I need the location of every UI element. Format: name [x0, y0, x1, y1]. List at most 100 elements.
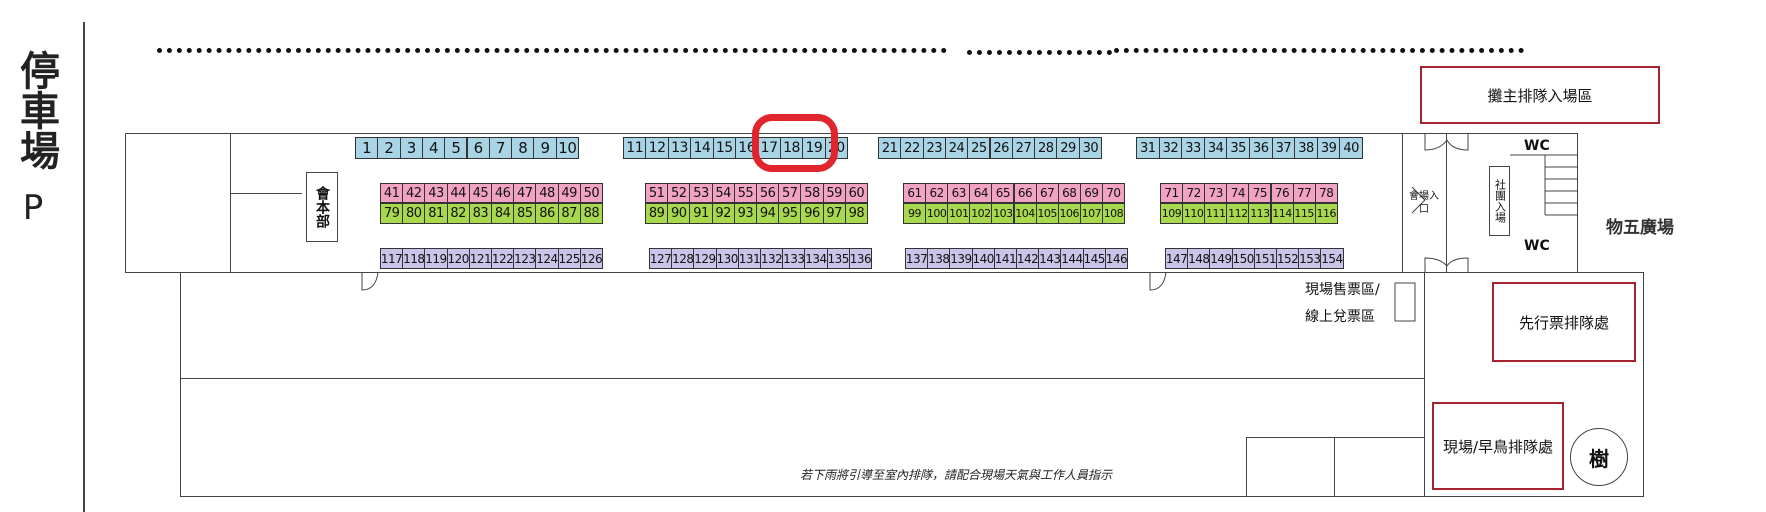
booth-145: 145 — [1082, 248, 1106, 269]
booth-140: 140 — [971, 248, 995, 269]
tree-label: 樹 — [1589, 446, 1609, 471]
booth-94: 94 — [756, 203, 780, 224]
sidebar-divider — [83, 22, 85, 512]
door-arc-1 — [361, 271, 379, 291]
booth-26: 26 — [989, 137, 1013, 159]
booth-89: 89 — [645, 203, 669, 224]
entrance-door-bottom — [1424, 257, 1469, 272]
booth-130: 130 — [715, 248, 739, 269]
booth-110: 110 — [1182, 203, 1206, 224]
booth-48: 48 — [535, 183, 559, 203]
booth-93: 93 — [733, 203, 757, 224]
plaza-label: 物五廣場 — [1606, 218, 1674, 238]
community-entrance-label: 社團入場 — [1493, 179, 1507, 223]
booth-142: 142 — [1016, 248, 1040, 269]
booth-120: 120 — [446, 248, 470, 269]
booth-92: 92 — [711, 203, 735, 224]
ticket-booth — [1394, 282, 1416, 322]
booth-148: 148 — [1187, 248, 1211, 269]
boundary-dotted-line-1 — [157, 48, 947, 53]
tree-circle: 樹 — [1570, 428, 1628, 486]
booth-80: 80 — [402, 203, 426, 224]
booth-86: 86 — [535, 203, 559, 224]
hall-left-room-divider — [230, 193, 303, 194]
courtyard-small-room-2 — [1334, 437, 1425, 497]
ticket-label-line1: 現場售票區/ — [1305, 282, 1380, 298]
booth-72: 72 — [1182, 183, 1206, 203]
booth-111: 111 — [1204, 203, 1228, 224]
ticket-label-line2: 線上兌票區 — [1305, 309, 1375, 325]
booth-134: 134 — [804, 248, 828, 269]
booth-119: 119 — [424, 248, 448, 269]
booth-147: 147 — [1165, 248, 1189, 269]
booth-51: 51 — [645, 183, 669, 203]
booth-54: 54 — [711, 183, 735, 203]
booth-136: 136 — [848, 248, 872, 269]
booth-39: 39 — [1316, 137, 1341, 159]
onsite-queue-area: 現場/早鳥排隊處 — [1432, 402, 1564, 490]
booth-32: 32 — [1158, 137, 1183, 159]
booth-74: 74 — [1226, 183, 1250, 203]
booth-107: 107 — [1079, 203, 1103, 224]
highlight-ring — [752, 114, 838, 172]
entrance-door-side — [1411, 186, 1426, 214]
booth-146: 146 — [1104, 248, 1128, 269]
booth-144: 144 — [1060, 248, 1084, 269]
booth-42: 42 — [402, 183, 426, 203]
booth-15: 15 — [712, 137, 736, 159]
booth-153: 153 — [1298, 248, 1322, 269]
booth-22: 22 — [900, 137, 924, 159]
stairs — [1510, 154, 1578, 216]
booth-23: 23 — [922, 137, 946, 159]
booth-65: 65 — [991, 183, 1015, 203]
booth-4: 4 — [421, 137, 446, 159]
booth-47: 47 — [513, 183, 537, 203]
booth-30: 30 — [1078, 137, 1102, 159]
booth-114: 114 — [1270, 203, 1294, 224]
booth-12: 12 — [645, 137, 669, 159]
exhibitor-queue-label: 攤主排隊入場區 — [1487, 86, 1593, 105]
boundary-dotted-line-2 — [967, 50, 1112, 55]
booth-77: 77 — [1292, 183, 1316, 203]
exhibitor-queue-area: 攤主排隊入場區 — [1420, 66, 1660, 124]
booth-127: 127 — [649, 248, 673, 269]
booth-68: 68 — [1057, 183, 1081, 203]
booth-95: 95 — [778, 203, 802, 224]
booth-121: 121 — [468, 248, 492, 269]
booth-2: 2 — [377, 137, 401, 159]
booth-25: 25 — [967, 137, 991, 159]
entrance-label: 會場入口 — [1409, 191, 1439, 215]
presale-queue-area: 先行票排隊處 — [1492, 282, 1636, 362]
booth-59: 59 — [822, 183, 846, 203]
booth-109: 109 — [1160, 203, 1184, 224]
booth-52: 52 — [667, 183, 691, 203]
booth-50: 50 — [579, 183, 603, 203]
booth-24: 24 — [944, 137, 969, 159]
staff-hq-box: 會本部 — [306, 172, 338, 242]
booth-29: 29 — [1056, 137, 1080, 159]
booth-118: 118 — [402, 248, 426, 269]
booth-27: 27 — [1011, 137, 1036, 159]
booth-36: 36 — [1249, 137, 1273, 159]
parking-label: 停車場 — [13, 50, 59, 170]
community-entrance-box: 社團入場 — [1489, 166, 1510, 236]
wc-top-label: WC — [1524, 138, 1550, 154]
booth-105: 105 — [1035, 203, 1059, 224]
booth-101: 101 — [947, 203, 971, 224]
booth-75: 75 — [1248, 183, 1272, 203]
booth-88: 88 — [579, 203, 603, 224]
booth-60: 60 — [844, 183, 868, 203]
booth-1: 1 — [355, 137, 379, 159]
booth-150: 150 — [1231, 248, 1255, 269]
booth-133: 133 — [782, 248, 806, 269]
booth-71: 71 — [1160, 183, 1184, 203]
booth-129: 129 — [693, 248, 717, 269]
booth-99: 99 — [903, 203, 927, 224]
booth-38: 38 — [1294, 137, 1318, 159]
booth-43: 43 — [424, 183, 448, 203]
rain-note: 若下雨將引導至室內排隊，請配合現場天氣與工作人員指示 — [800, 468, 1113, 482]
booth-9: 9 — [533, 137, 557, 159]
booth-46: 46 — [491, 183, 515, 203]
booth-116: 116 — [1314, 203, 1338, 224]
parking-symbol: P — [22, 188, 44, 228]
